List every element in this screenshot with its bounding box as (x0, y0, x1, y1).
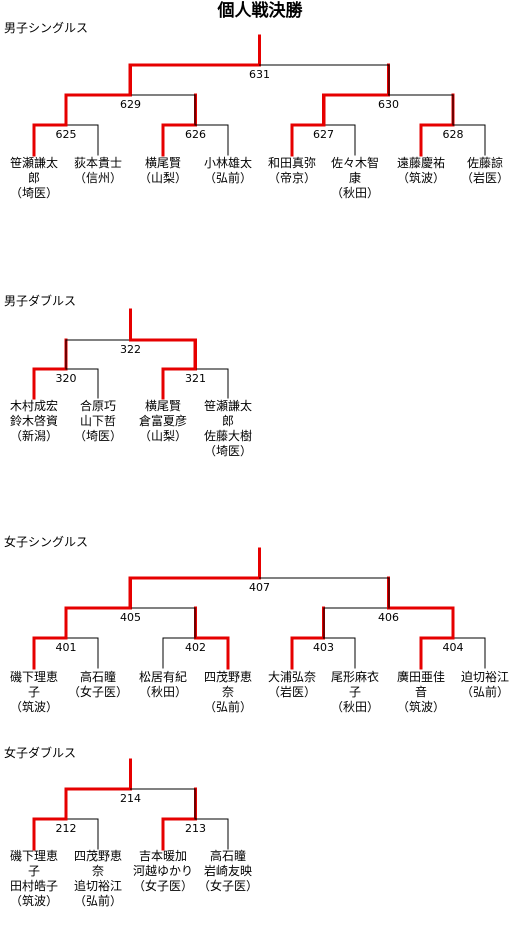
player-name-line: 子 (349, 685, 361, 699)
player-name-line: 和田真弥 (268, 155, 316, 170)
ws-quarter-402-number: 402 (185, 641, 206, 654)
player-name-line: 岩崎友映 (204, 863, 252, 878)
player-name-line: （弘前） (461, 684, 509, 699)
player-name-line: 子 (28, 685, 40, 699)
player-name-line: 鈴木啓資 (10, 413, 58, 428)
player-name-line: （山梨） (139, 429, 187, 443)
wd-quarter-213-number: 213 (185, 822, 206, 835)
player-name-line: （女子医） (133, 878, 193, 893)
player-name-line: （弘前） (74, 893, 122, 908)
player-name-line: 笹瀬謙太 (10, 155, 58, 170)
player-name-line: 磯下理恵 (10, 849, 58, 863)
player-name-line: （女子医） (198, 878, 258, 893)
player-name-line: 尾形麻衣 (331, 669, 379, 684)
player-name-line: 横尾賢 (145, 156, 181, 170)
player-name-line: （埼医） (204, 444, 252, 458)
player-name-line: 倉富夏彦 (139, 413, 187, 428)
player-name-line: 河越ゆかり (133, 864, 193, 878)
player-name-line: 遠藤慶祐 (397, 156, 445, 170)
player-name-line: 小林雄太 (204, 155, 252, 170)
player-name-line: 大浦弘奈 (268, 670, 316, 684)
player-name-line: （秋田） (139, 685, 187, 699)
player-name-line: 追切裕江 (74, 878, 122, 893)
section-label-mens-singles: 男子シングルス (4, 21, 89, 35)
player-name-line: （弘前） (204, 699, 252, 714)
player-name-line: （岩医） (268, 684, 316, 699)
player-name-line: （女子医） (68, 684, 128, 699)
player-name-line: 佐藤大樹 (204, 429, 252, 443)
ws-quarter-404-number: 404 (443, 641, 464, 654)
player-name-line: （新潟） (10, 428, 58, 443)
player-name-line: （信州） (74, 171, 122, 185)
page-title: 個人戦決勝 (217, 1, 303, 21)
player-name-line: 高石瞳 (210, 848, 246, 863)
player-name-line: 郎 (28, 171, 40, 185)
ms-semi-629-number: 629 (120, 98, 141, 111)
player-name-line: 康 (349, 170, 361, 185)
player-name-line: （岩医） (461, 170, 509, 185)
ms-quarter-626-number: 626 (185, 128, 206, 141)
player-name-line: 田村皓子 (10, 879, 58, 893)
player-name-line: 松居有紀 (139, 670, 187, 684)
player-name-line: 高石瞳 (80, 669, 116, 684)
player-name-line: 吉本暖加 (139, 849, 187, 863)
player-name-line: 横尾賢 (145, 399, 181, 413)
player-name-line: （弘前） (204, 170, 252, 185)
player-name-line: 佐々木智 (331, 155, 379, 170)
section-label-mens-doubles: 男子ダブルス (4, 294, 77, 308)
player-name-line: （筑波） (10, 893, 58, 908)
md-semi-322-number: 322 (120, 343, 141, 356)
wd-semi-214-number: 214 (120, 792, 141, 805)
ws-semi-406-number: 406 (378, 611, 399, 624)
player-name-line: 廣田亜佳 (397, 670, 445, 684)
player-name-line: 四茂野恵 (204, 670, 252, 684)
md-quarter-320-number: 320 (56, 372, 77, 385)
ms-semi-630-number: 630 (378, 98, 399, 111)
section-label-womens-doubles: 女子ダブルス (4, 746, 77, 760)
player-name-line: （秋田） (331, 700, 379, 714)
player-name-line: （筑波） (397, 170, 445, 185)
player-name-line: 四茂野恵 (74, 849, 122, 863)
player-name-line: 奈 (222, 685, 234, 699)
player-name-line: 子 (28, 864, 40, 878)
player-name-line: 磯下理恵 (10, 670, 58, 684)
player-name-line: 荻本貴士 (74, 156, 122, 170)
player-name-line: 木村成宏 (10, 398, 58, 413)
ws-semi-405-number: 405 (120, 611, 141, 624)
player-name-line: （埼医） (10, 186, 58, 200)
ws-final-407-number: 407 (249, 581, 270, 594)
player-name-line: 奈 (92, 864, 104, 878)
player-name-line: 笹瀬謙太 (204, 398, 252, 413)
ms-quarter-627-number: 627 (313, 128, 334, 141)
ms-quarter-628-number: 628 (443, 128, 464, 141)
section-label-womens-singles: 女子シングルス (4, 535, 89, 549)
player-name-line: 山下哲 (80, 414, 116, 428)
player-name-line: （埼医） (74, 429, 122, 443)
ms-quarter-625-number: 625 (56, 128, 77, 141)
player-name-line: 音 (415, 684, 427, 699)
wd-quarter-212-number: 212 (56, 822, 77, 835)
player-name-line: （筑波） (397, 699, 445, 714)
md-quarter-321-number: 321 (185, 372, 206, 385)
ws-quarter-403-number: 403 (313, 641, 334, 654)
player-name-line: 佐藤諒 (467, 155, 503, 170)
player-name-line: （筑波） (10, 699, 58, 714)
ms-final-631-number: 631 (249, 68, 270, 81)
ws-quarter-401-number: 401 (56, 641, 77, 654)
player-name-line: （山梨） (139, 171, 187, 185)
player-name-line: 郎 (222, 414, 234, 428)
player-name-line: 迫切裕江 (461, 669, 509, 684)
player-name-line: （帝京） (268, 170, 316, 185)
player-name-line: （秋田） (331, 186, 379, 200)
player-name-line: 合原巧 (80, 398, 116, 413)
